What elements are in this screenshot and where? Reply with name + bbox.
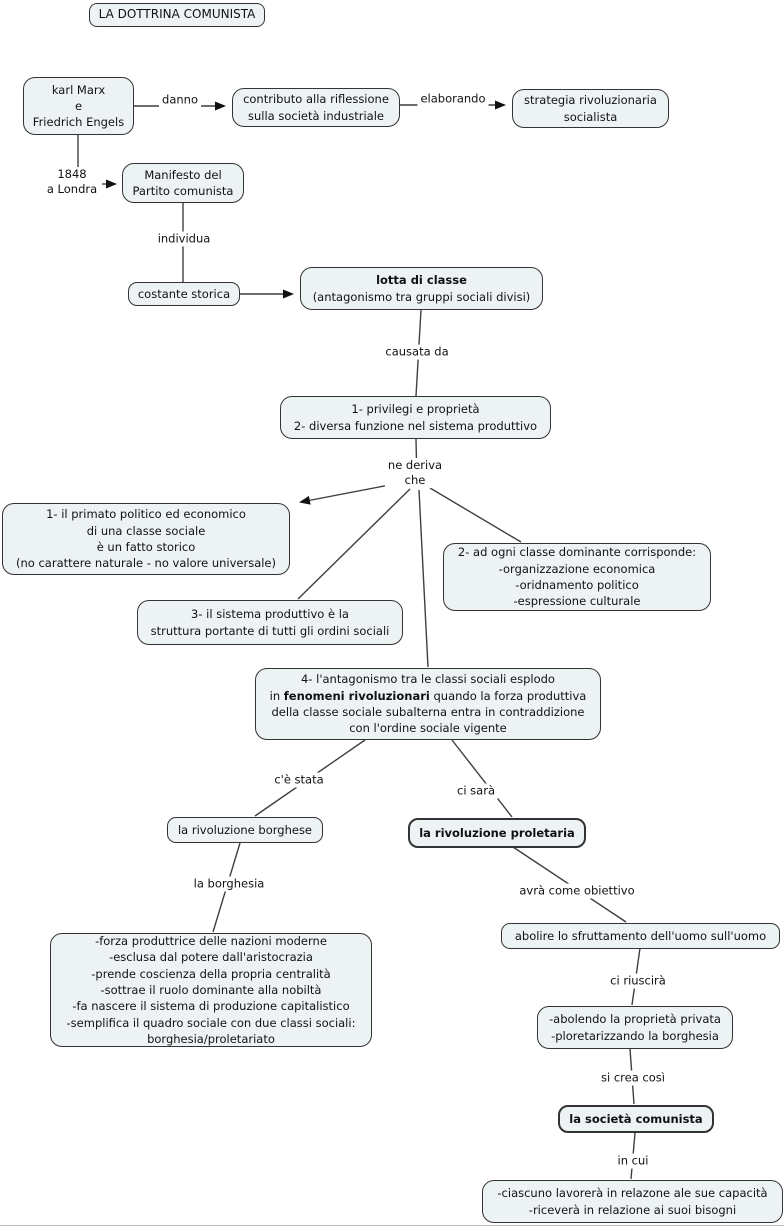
node-finale[interactable]: -ciascuno lavorerà in relazone ale sue c… bbox=[482, 1180, 783, 1223]
node-costante-storica[interactable]: costante storica bbox=[128, 282, 240, 306]
node-marx-engels[interactable]: karl Marx e Friedrich Engels bbox=[23, 77, 134, 135]
node-derive-2-text: 2- ad ogni classe dominante corrisponde:… bbox=[457, 545, 697, 609]
node-derive-4-text: 4- l'antagonismo tra le classi sociali e… bbox=[269, 672, 587, 736]
node-manifesto-text: Manifesto del Partito comunista bbox=[132, 167, 234, 198]
node-title-text: LA DOTTRINA COMUNISTA bbox=[98, 7, 256, 22]
node-abolire-sfruttamento[interactable]: abolire lo sfruttamento dell'uomo sull'u… bbox=[501, 923, 780, 949]
node-borghesia-detail-text: -forza produttrice delle nazioni moderne… bbox=[66, 933, 356, 1046]
node-abolire-sfruttamento-text: abolire lo sfruttamento dell'uomo sull'u… bbox=[514, 928, 767, 943]
node-title[interactable]: LA DOTTRINA COMUNISTA bbox=[89, 3, 265, 27]
node-lotta-di-classe-text: lotta di classe (antagonismo tra gruppi … bbox=[312, 273, 531, 304]
node-societa-comunista-text: la società comunista bbox=[569, 1111, 703, 1126]
node-derive-2[interactable]: 2- ad ogni classe dominante corrisponde:… bbox=[443, 543, 711, 611]
link-label-1848-a-londra[interactable]: 1848 a Londra bbox=[43, 167, 101, 197]
node-societa-comunista[interactable]: la società comunista bbox=[558, 1105, 714, 1133]
node-strategia[interactable]: strategia rivoluzionaria socialista bbox=[512, 89, 669, 128]
node-abolendo-text: -abolendo la proprietà privata -ploretar… bbox=[549, 1012, 721, 1043]
link-label-individua[interactable]: individua bbox=[154, 231, 214, 247]
link-label-ci-sara[interactable]: ci sarà bbox=[454, 783, 498, 799]
node-derive-1-text: 1- il primato politico ed economico di u… bbox=[16, 507, 276, 571]
link-label-si-crea-cosi[interactable]: si crea così bbox=[598, 1070, 668, 1086]
edge-nederiva-derive2 bbox=[429, 487, 522, 543]
node-rivoluzione-proletaria-text: la rivoluzione proletaria bbox=[419, 825, 575, 840]
node-rivoluzione-proletaria[interactable]: la rivoluzione proletaria bbox=[408, 818, 586, 848]
link-label-ci-riuscira[interactable]: ci riuscirà bbox=[607, 973, 669, 989]
node-lotta-di-classe[interactable]: lotta di classe (antagonismo tra gruppi … bbox=[300, 267, 543, 310]
link-label-la-borghesia[interactable]: la borghesia bbox=[190, 876, 268, 892]
node-derive-3[interactable]: 3- il sistema produttivo è la struttura … bbox=[137, 600, 403, 645]
node-rivoluzione-borghese-text: la rivoluzione borghese bbox=[177, 822, 313, 837]
node-finale-text: -ciascuno lavorerà in relazone ale sue c… bbox=[497, 1186, 768, 1217]
node-derive-3-text: 3- il sistema produttivo è la struttura … bbox=[150, 607, 390, 638]
link-label-ce-stata[interactable]: c'è stata bbox=[271, 772, 327, 788]
node-strategia-text: strategia rivoluzionaria socialista bbox=[524, 93, 657, 124]
node-contributo[interactable]: contributo alla riflessione sulla societ… bbox=[232, 88, 400, 127]
node-manifesto[interactable]: Manifesto del Partito comunista bbox=[122, 163, 244, 203]
link-label-causata-da[interactable]: causata da bbox=[382, 344, 452, 360]
link-label-in-cui[interactable]: in cui bbox=[614, 1153, 652, 1169]
node-derive-4[interactable]: 4- l'antagonismo tra le classi sociali e… bbox=[255, 668, 601, 740]
node-marx-engels-text: karl Marx e Friedrich Engels bbox=[32, 82, 125, 130]
edge-nederiva-derive4 bbox=[418, 489, 429, 668]
node-costante-storica-text: costante storica bbox=[137, 286, 231, 301]
node-borghesia-detail[interactable]: -forza produttrice delle nazioni moderne… bbox=[50, 933, 372, 1047]
link-label-elaborando[interactable]: elaborando bbox=[417, 91, 489, 107]
link-label-avra-come-obiettivo[interactable]: avrà come obiettivo bbox=[516, 883, 638, 899]
edge-nederiva-derive3 bbox=[297, 488, 411, 600]
node-cause-text: 1- privilegi e proprietà 2- diversa funz… bbox=[293, 402, 538, 433]
link-label-danno[interactable]: danno bbox=[159, 92, 201, 108]
link-label-ne-deriva-che[interactable]: ne deriva che bbox=[384, 458, 446, 488]
node-contributo-text: contributo alla riflessione sulla societ… bbox=[243, 92, 389, 123]
node-cause[interactable]: 1- privilegi e proprietà 2- diversa funz… bbox=[280, 396, 551, 439]
node-derive-1[interactable]: 1- il primato politico ed economico di u… bbox=[2, 503, 290, 575]
edge-derive4-proletaria bbox=[451, 739, 513, 818]
node-rivoluzione-borghese[interactable]: la rivoluzione borghese bbox=[167, 817, 323, 843]
node-abolendo[interactable]: -abolendo la proprietà privata -ploretar… bbox=[537, 1006, 733, 1049]
